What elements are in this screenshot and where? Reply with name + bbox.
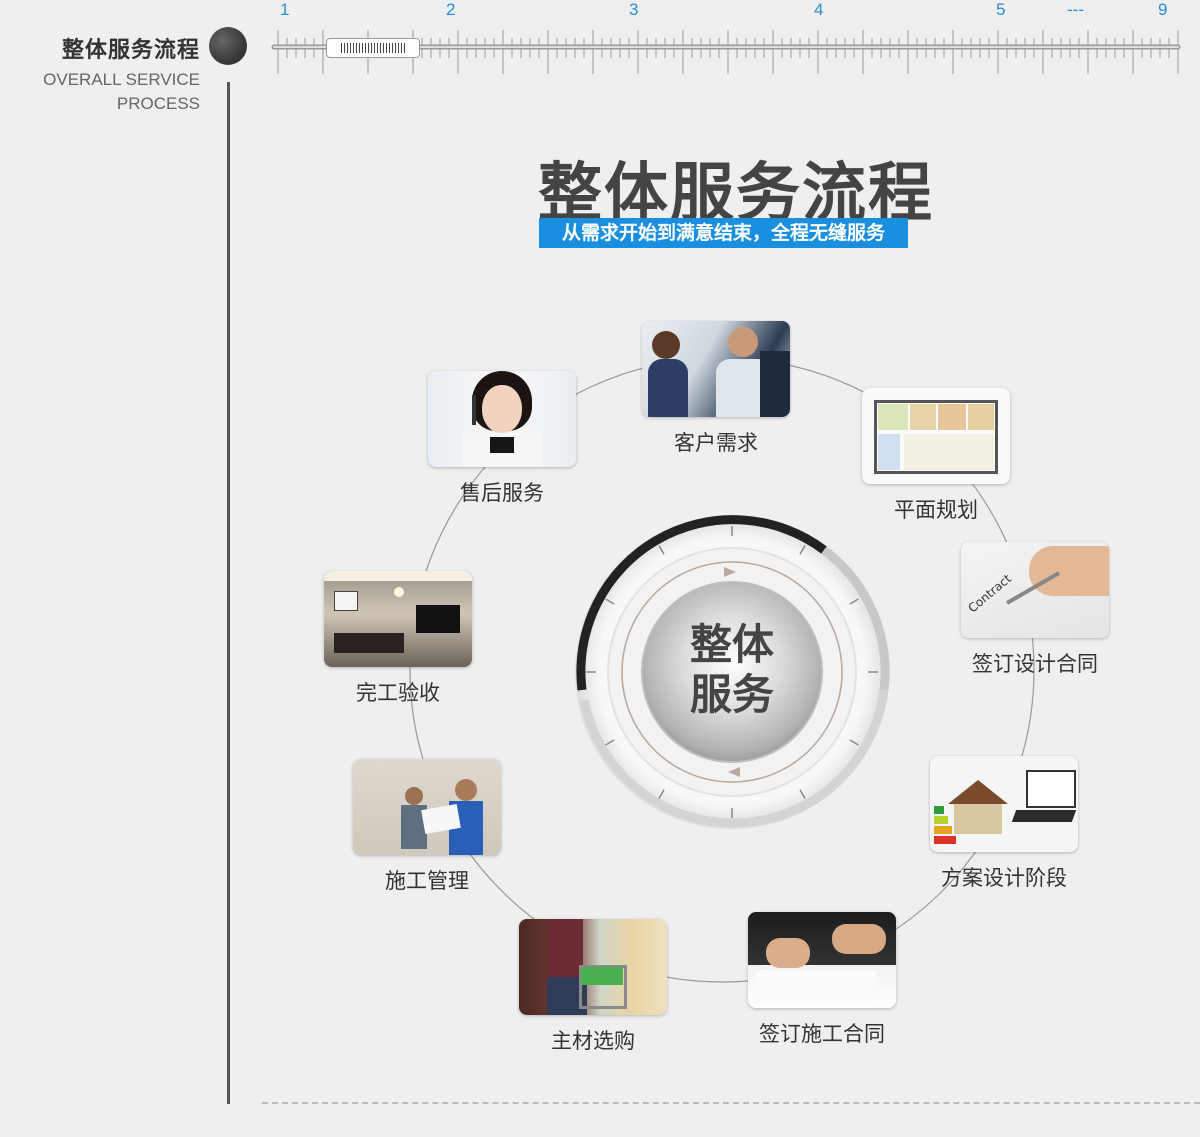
grip-icon <box>341 43 405 53</box>
step-material-purchase[interactable]: 主材选购 <box>519 919 667 1055</box>
step-label: 施工管理 <box>385 869 469 893</box>
construction-workers-photo <box>353 759 501 855</box>
step-label: 完工验收 <box>356 681 440 705</box>
ruler-mark-ellipsis: --- <box>1067 0 1084 19</box>
side-title: 整体服务流程 OVERALL SERVICE PROCESS <box>43 32 200 116</box>
side-title-en-1: OVERALL SERVICE <box>43 70 200 89</box>
side-title-cn: 整体服务流程 <box>61 38 200 63</box>
step-label: 平面规划 <box>894 498 978 522</box>
center-dial <box>575 515 890 829</box>
dial-tick <box>849 598 859 605</box>
page-ruler[interactable]: 1 2 3 4 5 --- 9 <box>270 0 1182 80</box>
step-sign-construction-contract[interactable]: 签订施工合同 <box>748 912 896 1048</box>
side-title-en-2: PROCESS <box>116 94 200 113</box>
dial-tick <box>658 789 665 799</box>
floor-plan-photo <box>862 388 1010 484</box>
house-model-design-photo <box>930 756 1078 852</box>
dial-tick <box>799 545 806 555</box>
step-sign-design-contract[interactable]: Contract 签订设计合同 <box>961 542 1109 678</box>
step-after-sales-service[interactable]: 售后服务 <box>428 371 576 507</box>
dial-tick <box>799 789 806 799</box>
dial-tick <box>605 739 615 746</box>
dial-tick <box>605 598 615 605</box>
ruler-mark-2[interactable]: 2 <box>446 0 456 19</box>
center-label-line-2: 服务 <box>689 670 774 719</box>
pen-document-photo <box>748 912 896 1008</box>
step-label: 签订施工合同 <box>759 1022 885 1046</box>
step-label: 主材选购 <box>551 1029 635 1053</box>
center-label-line-1: 整体 <box>689 620 774 669</box>
step-label: 方案设计阶段 <box>941 866 1067 890</box>
step-floor-plan[interactable]: 平面规划 <box>862 388 1010 524</box>
contract-signing-photo: Contract <box>961 542 1109 638</box>
step-construction-management[interactable]: 施工管理 <box>353 759 501 895</box>
page-subtitle: 从需求开始到满意结束，全程无缝服务 <box>539 218 908 248</box>
dial-tick <box>658 545 665 555</box>
business-handshake-photo <box>642 321 790 417</box>
ruler-mark-5[interactable]: 5 <box>996 0 1006 19</box>
arrow-left-icon <box>728 767 740 777</box>
center-label: 整体 服务 <box>660 620 804 720</box>
step-label: 售后服务 <box>460 481 544 505</box>
ruler-slider-handle[interactable] <box>326 38 420 58</box>
ruler-mark-9[interactable]: 9 <box>1158 0 1168 19</box>
ruler-mark-1[interactable]: 1 <box>280 0 290 19</box>
shopping-cart-photo <box>519 919 667 1015</box>
step-label: 签订设计合同 <box>972 652 1098 676</box>
ruler-mark-3[interactable]: 3 <box>629 0 639 19</box>
step-completion-acceptance[interactable]: 完工验收 <box>324 571 472 707</box>
arrow-right-icon <box>724 567 736 577</box>
step-label: 客户需求 <box>674 431 758 455</box>
finished-living-room-photo <box>324 571 472 667</box>
side-timeline-dot <box>209 27 247 65</box>
ruler-mark-4[interactable]: 4 <box>814 0 824 19</box>
step-customer-needs[interactable]: 客户需求 <box>642 321 790 457</box>
customer-service-headset-photo <box>428 371 576 467</box>
side-timeline-line <box>227 82 230 1104</box>
dial-tick <box>849 739 859 746</box>
step-design-plan[interactable]: 方案设计阶段 <box>930 756 1078 892</box>
bottom-divider <box>262 1102 1200 1104</box>
